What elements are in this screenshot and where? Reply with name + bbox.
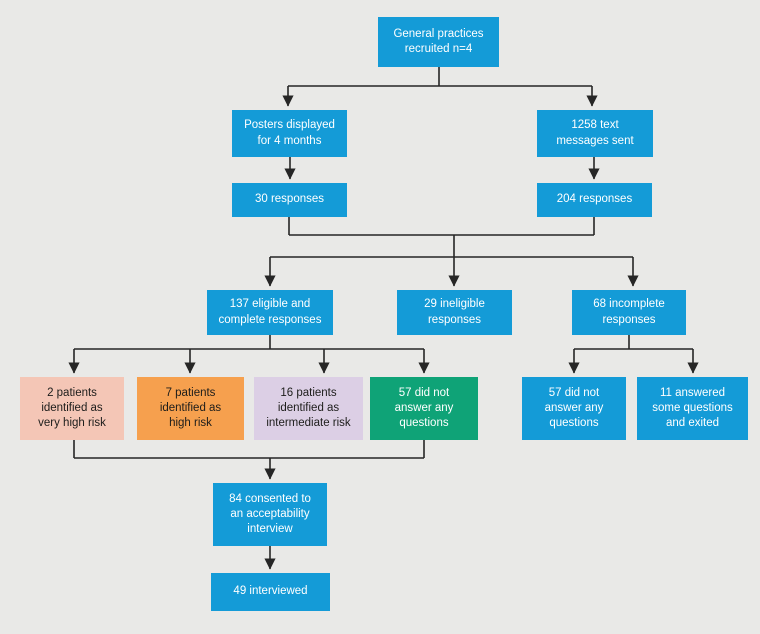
node-intermediate-risk: 16 patients identified as intermediate r… bbox=[254, 377, 363, 440]
node-very-high-risk: 2 patients identified as very high risk bbox=[20, 377, 124, 440]
node-consented-interview: 84 consented to an acceptability intervi… bbox=[213, 483, 327, 546]
node-answered-some-questions: 11 answered some questions and exited bbox=[637, 377, 748, 440]
node-ineligible-responses: 29 ineligible responses bbox=[397, 290, 512, 335]
node-poster-responses: 30 responses bbox=[232, 183, 347, 217]
node-text-messages-sent: 1258 text messages sent bbox=[537, 110, 653, 157]
node-incomplete-responses: 68 incomplete responses bbox=[572, 290, 686, 335]
node-incomplete-did-not-answer: 57 did not answer any questions bbox=[522, 377, 626, 440]
node-high-risk: 7 patients identified as high risk bbox=[137, 377, 244, 440]
node-eligible-complete-responses: 137 eligible and complete responses bbox=[207, 290, 333, 335]
node-general-practices-recruited: General practices recruited n=4 bbox=[378, 17, 499, 67]
node-posters-displayed: Posters displayed for 4 months bbox=[232, 110, 347, 157]
node-text-responses: 204 responses bbox=[537, 183, 652, 217]
node-interviewed: 49 interviewed bbox=[211, 573, 330, 611]
node-did-not-answer: 57 did not answer any questions bbox=[370, 377, 478, 440]
